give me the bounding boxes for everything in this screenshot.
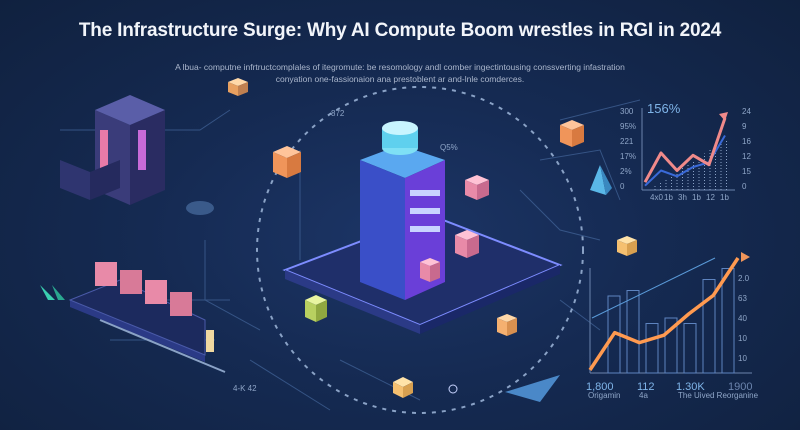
stat-value: 1.30K xyxy=(676,381,705,393)
stat-value: 112 xyxy=(637,381,655,393)
value-label: Q5% xyxy=(440,143,458,152)
stat-value: 1900 xyxy=(728,381,752,393)
x-tick: 1b xyxy=(692,193,701,202)
x-tick: 4x0 xyxy=(650,193,663,202)
chart-headline: 156% xyxy=(647,101,681,116)
y-tick-right: 9 xyxy=(742,122,747,131)
cube-icon xyxy=(273,146,301,178)
cube-icon xyxy=(617,236,637,256)
y-tick-left: 17% xyxy=(620,152,636,161)
arrow-icon xyxy=(741,252,750,262)
y-tick-right: 40 xyxy=(738,314,747,323)
y-tick-left: 300 xyxy=(620,107,634,116)
stat-label: 4a xyxy=(639,391,648,400)
left-data-center xyxy=(40,95,214,300)
value-label: 872 xyxy=(331,109,345,118)
bar-mark xyxy=(683,323,697,374)
cube-icon xyxy=(560,120,584,147)
y-tick-right: 12 xyxy=(742,152,751,161)
cube-icon xyxy=(305,295,327,322)
y-tick-right: 0 xyxy=(742,182,747,191)
pyramid-icons xyxy=(590,165,612,195)
bar-mark xyxy=(702,279,716,374)
y-tick-right: 16 xyxy=(742,137,751,146)
x-tick: 1b xyxy=(664,193,673,202)
x-tick: 12 xyxy=(706,193,715,202)
bar-mark xyxy=(645,323,659,374)
bar-mark xyxy=(626,290,640,374)
y-tick-right: 63 xyxy=(738,294,747,303)
y-tick-left: 221 xyxy=(620,137,634,146)
paper-plane-icon xyxy=(505,375,560,402)
cube-icon xyxy=(393,377,413,398)
stat-value: 1,800 xyxy=(586,381,614,393)
left-server-racks xyxy=(68,262,226,373)
value-label: 4-K 42 xyxy=(233,384,257,393)
arrow-icon xyxy=(719,112,728,121)
y-tick-right: 15 xyxy=(742,167,751,176)
subtitle-line: conyation one-fassionaion ana prestoblen… xyxy=(275,74,525,84)
y-tick-right: 10 xyxy=(738,354,747,363)
y-tick-right: 10 xyxy=(738,334,747,343)
bar-mark xyxy=(664,317,678,374)
x-tick: 1b xyxy=(720,193,729,202)
data-cubes xyxy=(228,78,637,398)
cube-icon xyxy=(497,314,517,336)
gear-icon xyxy=(448,384,458,394)
dashed-ring xyxy=(256,86,584,414)
y-tick-right: 24 xyxy=(742,107,751,116)
y-tick-left: 2% xyxy=(620,167,632,176)
cube-icon xyxy=(420,258,440,282)
cube-icon xyxy=(228,78,248,96)
y-tick-left: 95% xyxy=(620,122,636,131)
subtitle-line: A lbua- computne infrtructcomplales of i… xyxy=(175,62,625,72)
stat-label: Origamin xyxy=(588,391,620,400)
y-tick-right: 2.0 xyxy=(738,274,750,283)
x-tick: 3h xyxy=(678,193,687,202)
bar-mark xyxy=(721,268,735,374)
series-line-orange xyxy=(588,257,740,371)
cube-icon xyxy=(465,175,489,200)
y-tick-left: 0 xyxy=(620,182,625,191)
cube-icon xyxy=(455,230,479,258)
series-line-pink xyxy=(643,117,727,183)
stat-label: The Uived Reorganine xyxy=(678,391,759,400)
page-title: The Infrastructure Surge: Why AI Compute… xyxy=(78,20,722,41)
trend-line xyxy=(591,257,716,319)
